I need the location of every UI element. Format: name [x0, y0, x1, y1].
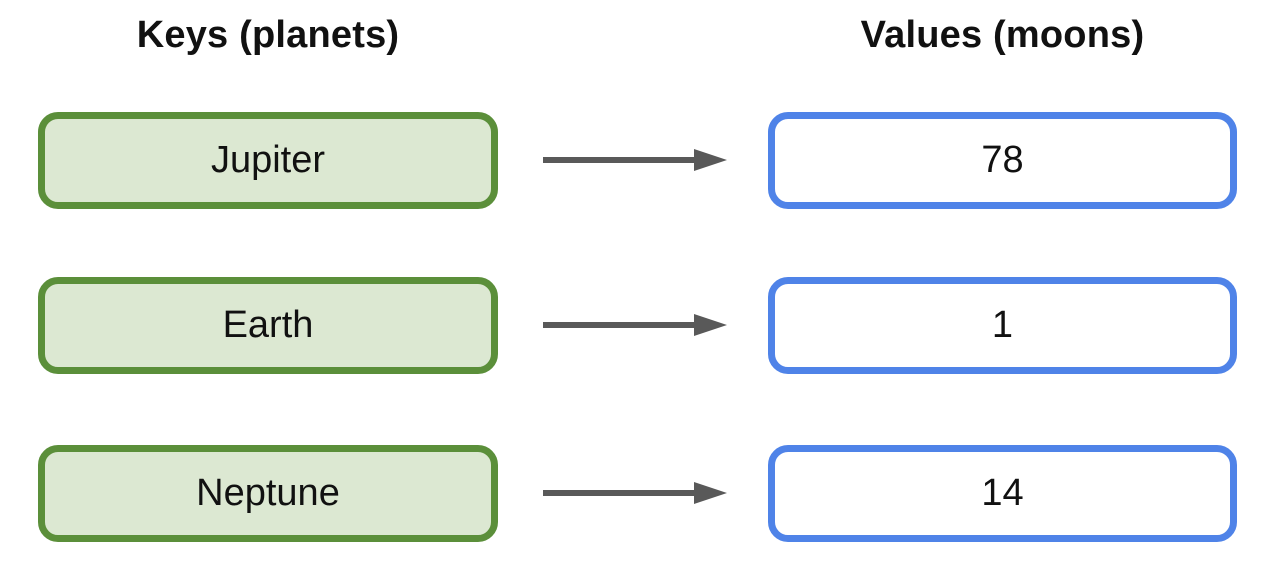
value-box-jupiter: 78 [768, 112, 1237, 209]
values-column-header: Values (moons) [860, 14, 1145, 56]
key-box-earth: Earth [38, 277, 498, 374]
key-box-neptune: Neptune [38, 445, 498, 542]
arrow-right-icon [543, 144, 727, 176]
key-box-jupiter: Jupiter [38, 112, 498, 209]
arrow-right-icon [543, 477, 727, 509]
value-box-earth: 1 [768, 277, 1237, 374]
keys-column-header: Keys (planets) [136, 14, 400, 56]
value-box-neptune: 14 [768, 445, 1237, 542]
arrow-right-icon [543, 309, 727, 341]
